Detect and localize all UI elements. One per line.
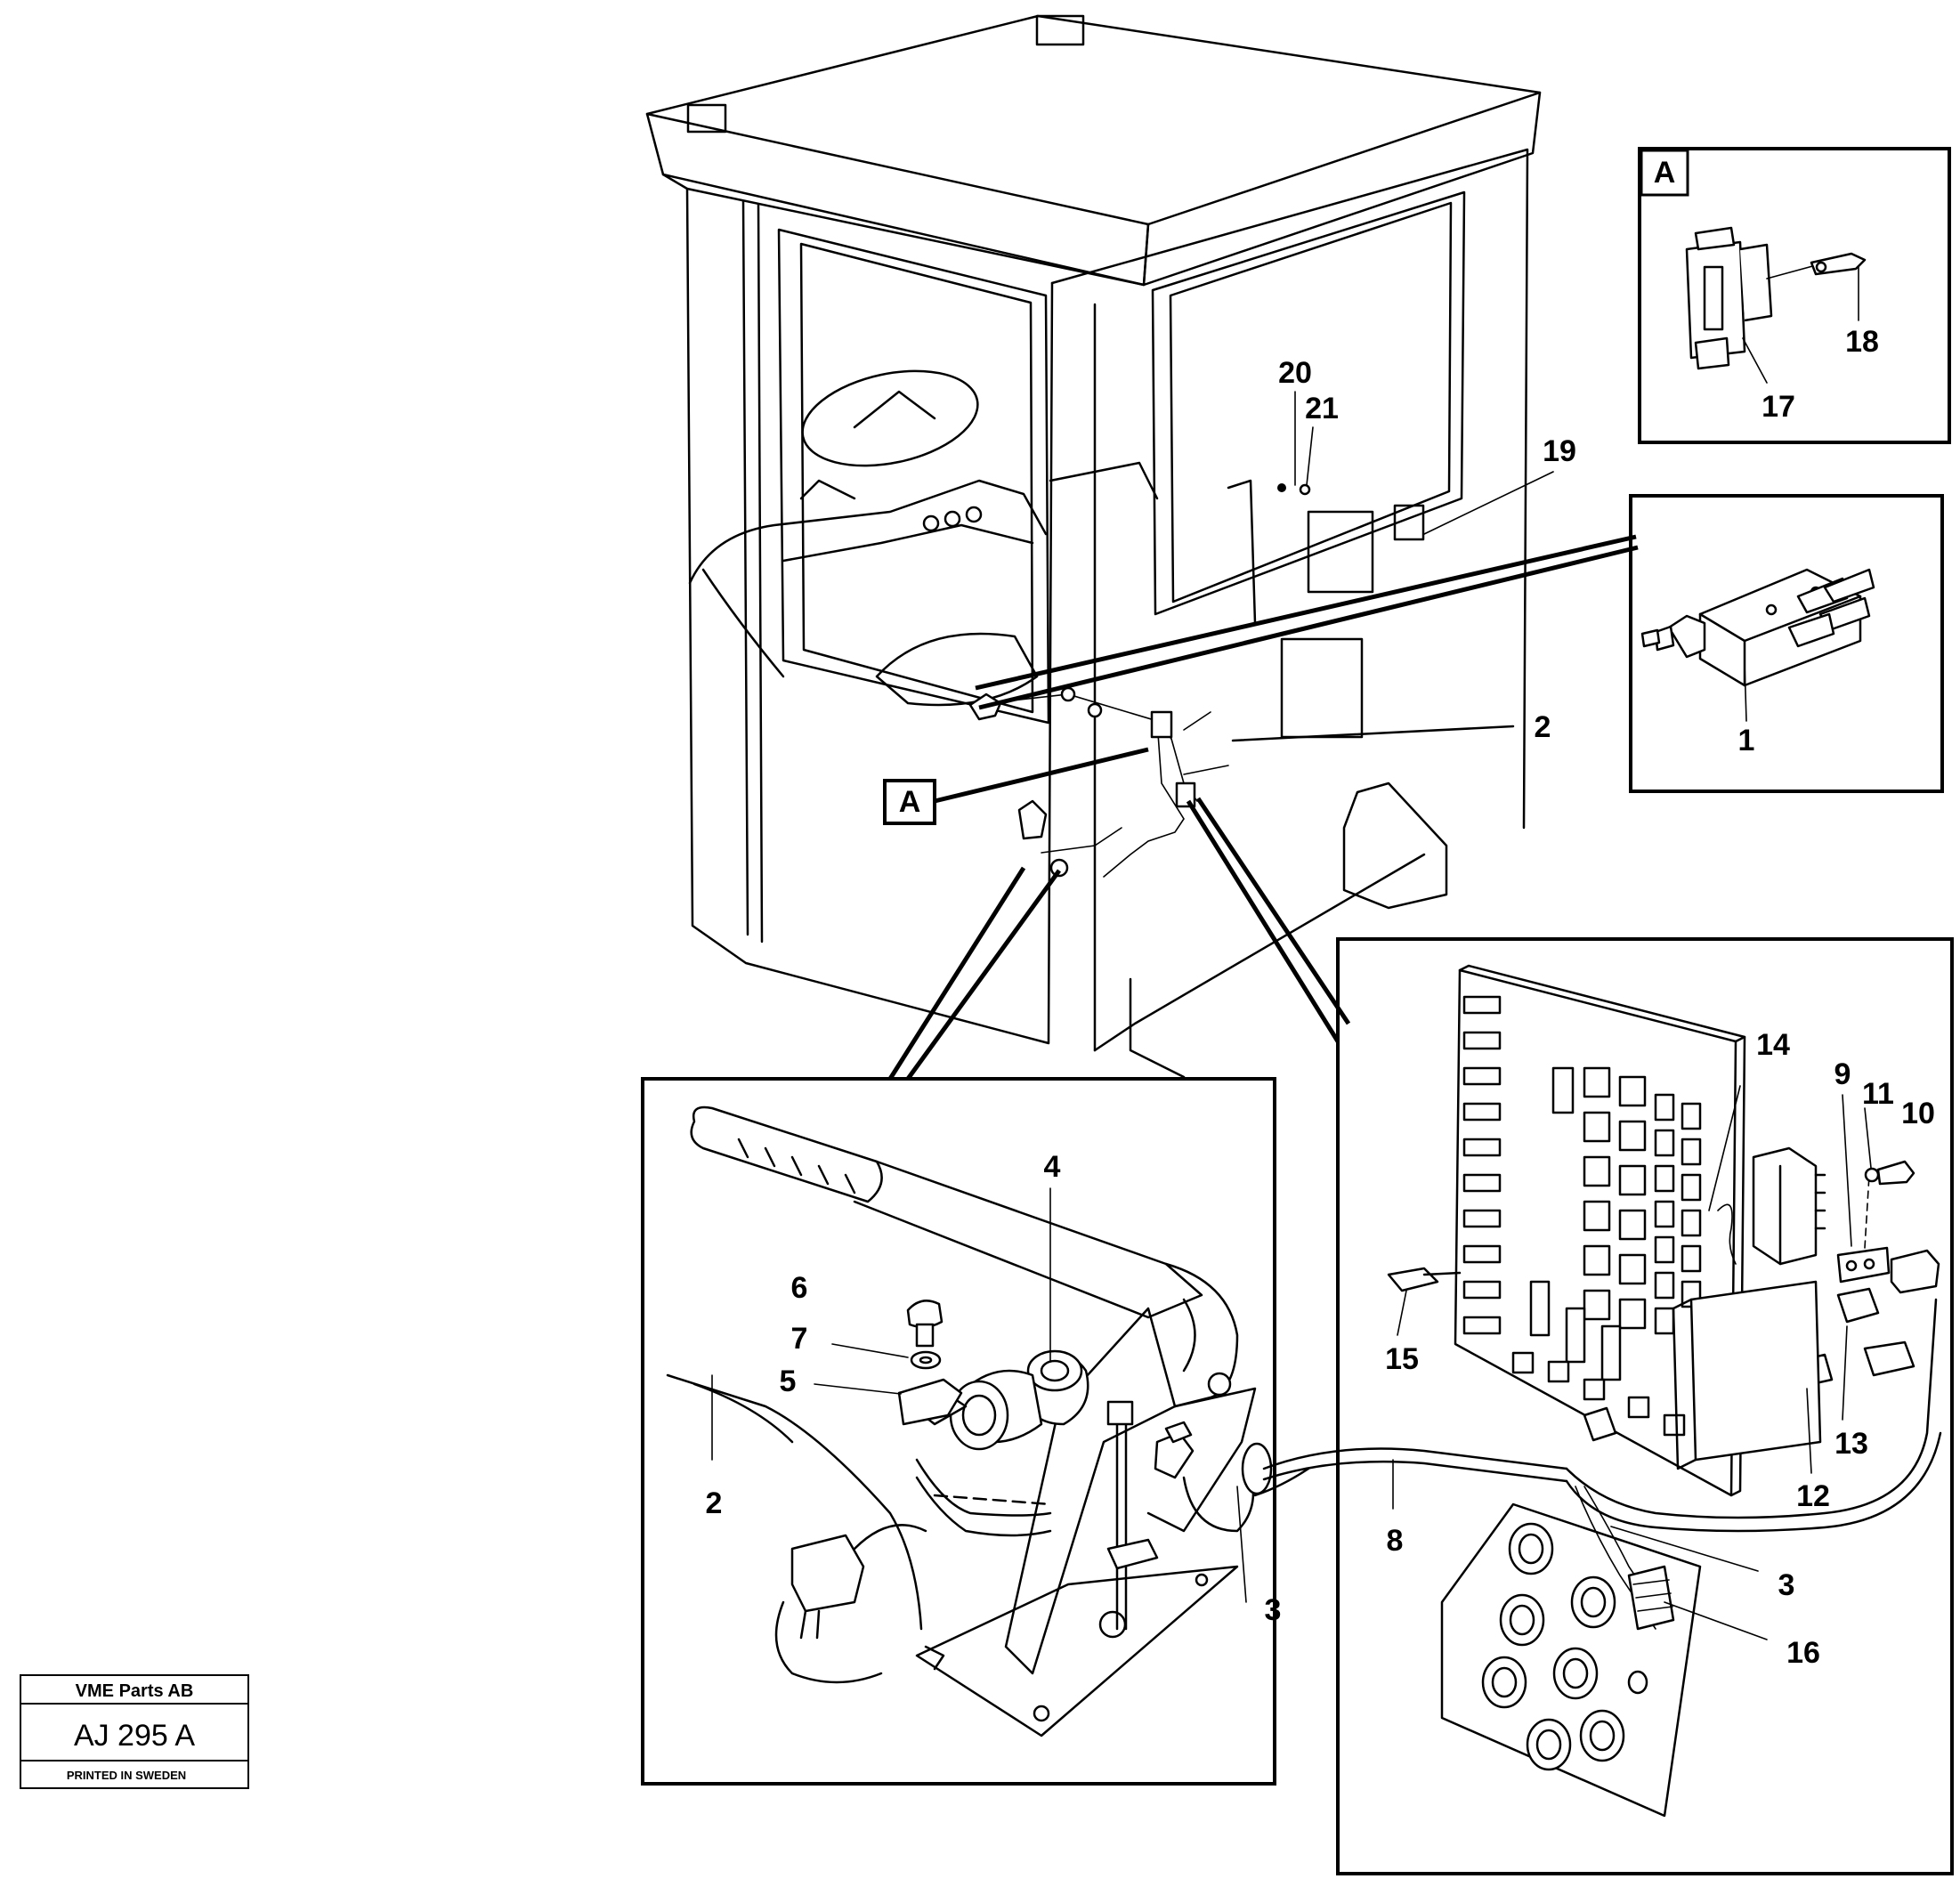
callout-2-cab: 2 — [1535, 710, 1551, 744]
callout-7: 7 — [791, 1322, 808, 1356]
callout-leaders — [711, 391, 1872, 1640]
detail-a-tag-main: A — [883, 747, 1149, 825]
callout-20: 20 — [1278, 356, 1312, 390]
board-relays — [1511, 1066, 1702, 1437]
title-block: VME Parts AB AJ 295 A PRINTED IN SWEDEN — [20, 1674, 249, 1789]
callout-4: 4 — [1044, 1150, 1061, 1184]
callout-15: 15 — [1385, 1342, 1419, 1376]
callout-19: 19 — [1543, 434, 1576, 468]
callout-2-lever: 2 — [706, 1486, 723, 1520]
callout-3-lever: 3 — [1265, 1593, 1282, 1627]
callout-11: 11 — [1862, 1077, 1894, 1111]
detail-a-tag-main-text: A — [899, 785, 921, 819]
callout-5: 5 — [780, 1365, 797, 1398]
callout-13: 13 — [1834, 1427, 1868, 1461]
callout-21: 21 — [1305, 392, 1339, 425]
detail-box-lever — [641, 1077, 1310, 1786]
callout-numbers: 20 21 19 18 17 1 2 4 6 7 5 2 3 8 14 9 11… — [706, 325, 1935, 1670]
detail-box-panel — [1262, 937, 1954, 1875]
detail-a-tag-box-text: A — [1654, 156, 1676, 190]
callout-3-panel: 3 — [1778, 1568, 1795, 1602]
board-connectors-left — [1462, 995, 1502, 1335]
callout-8: 8 — [1387, 1524, 1404, 1558]
callout-16: 16 — [1786, 1636, 1820, 1670]
drawing-code: AJ 295 A — [74, 1719, 195, 1753]
callout-14: 14 — [1756, 1028, 1790, 1062]
callout-12: 12 — [1796, 1479, 1830, 1513]
detail-box-a: A — [1638, 147, 1951, 444]
company-name: VME Parts AB — [76, 1681, 194, 1701]
printed-in-sweden: PRINTED IN SWEDEN — [67, 1769, 186, 1782]
detail-box-1 — [1629, 494, 1944, 793]
panel-grommets — [1481, 1522, 1648, 1771]
detail-leaders — [887, 534, 1639, 1081]
callout-1: 1 — [1738, 724, 1755, 757]
callout-17: 17 — [1762, 390, 1795, 424]
callout-9: 9 — [1834, 1057, 1851, 1091]
callout-18: 18 — [1845, 325, 1879, 359]
callout-6: 6 — [791, 1271, 808, 1305]
callout-10: 10 — [1901, 1097, 1935, 1130]
cab-drawing — [645, 14, 1542, 1079]
